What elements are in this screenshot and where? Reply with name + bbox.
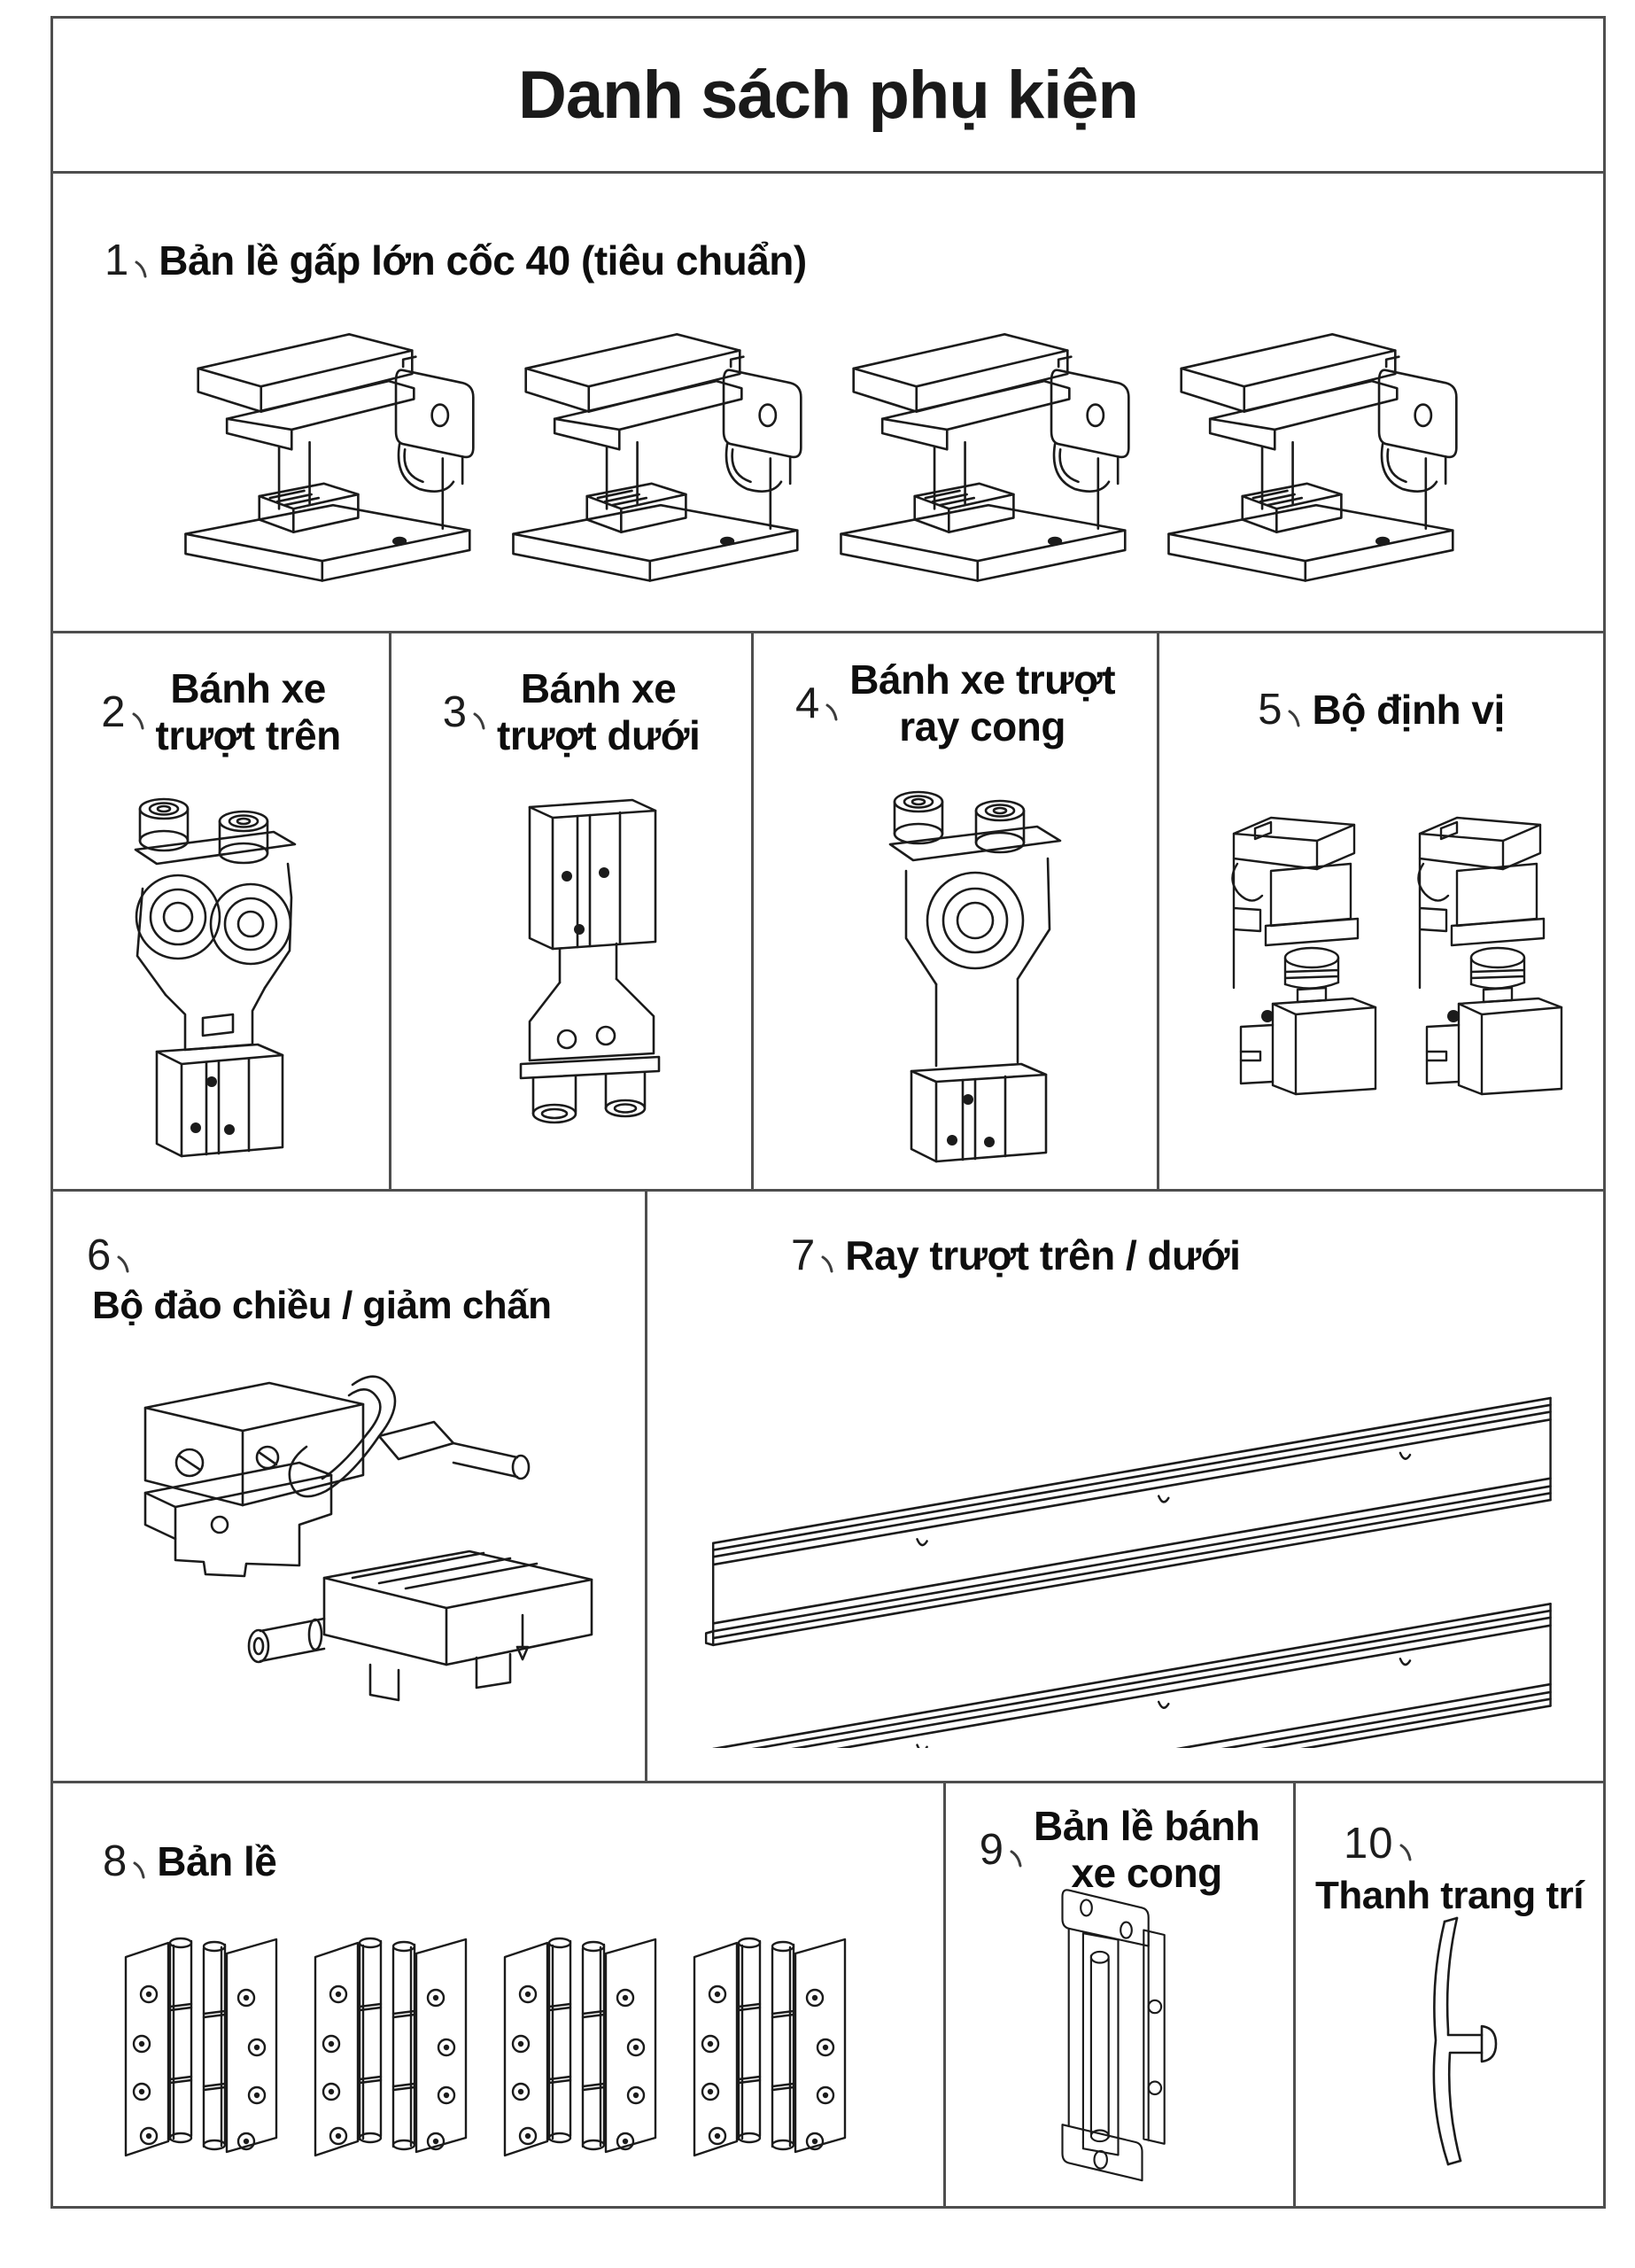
item-number: 5: [1258, 686, 1283, 734]
item-3-number-group: 3: [443, 687, 488, 737]
item-label-line1: Bánh xe: [170, 665, 326, 711]
curved-wheel-hinge-figure: [1022, 1879, 1230, 2198]
folding-hinge-figure: [149, 315, 521, 611]
item-label: Thanh trang trí: [1315, 1874, 1584, 1917]
item-5-number-group: 5: [1258, 685, 1303, 734]
item-label-line1: Bánh xe: [520, 665, 677, 711]
item-number: 7: [791, 1231, 817, 1279]
item-8-label-row: 8 Bản lề: [103, 1837, 277, 1886]
top-roller-trolley-figure: [100, 782, 348, 1163]
item-7-label-row: 7 Ray trượt trên / dưới: [791, 1231, 1241, 1280]
item-8-number-group: 8: [103, 1837, 148, 1886]
folding-hinge-figure: [804, 315, 1176, 611]
item-label-line2: trượt dưới: [497, 712, 701, 759]
item-number: 9: [979, 1826, 1005, 1875]
item-number: 4: [794, 680, 821, 728]
leaf-hinge-figure: [112, 1918, 306, 2184]
item-number: 2: [101, 688, 127, 737]
item-5-label-row: 5 Bộ định vị: [1159, 685, 1603, 734]
section-trim-strip: 10 Thanh trang trí: [1293, 1781, 1606, 2209]
item-10-number-group: 10: [1344, 1819, 1414, 1868]
item-6-number-row: 6: [87, 1231, 132, 1280]
item-label: Bản lề: [157, 1838, 277, 1884]
section-folding-hinge: 1 Bản lề gấp lớn cốc 40 (tiêu chuẩn): [50, 171, 1606, 633]
section-positioner: 5 Bộ định vị: [1157, 631, 1606, 1192]
enumeration-comma-icon: [1009, 1849, 1025, 1873]
item-label-line2: ray cong: [899, 703, 1065, 750]
leaf-hinge-figure: [301, 1918, 496, 2184]
item-number: 6: [87, 1231, 112, 1279]
enumeration-comma-icon: [132, 1860, 148, 1884]
sliding-rails-figure: [694, 1287, 1588, 1748]
item-label-line1: Bánh xe trượt: [849, 656, 1116, 703]
enumeration-comma-icon: [131, 711, 147, 735]
enumeration-comma-icon: [472, 711, 488, 735]
item-10-label-row: Thanh trang trí: [1296, 1874, 1603, 1918]
enumeration-comma-icon: [825, 703, 841, 726]
item-9-number-group: 9: [980, 1825, 1025, 1875]
positioner-block-figure: [1220, 802, 1397, 1103]
item-number: 1: [105, 237, 130, 284]
bottom-roller-trolley-figure: [471, 789, 719, 1170]
trim-strip-profile-figure: [1399, 1909, 1505, 2175]
enumeration-comma-icon: [820, 1254, 836, 1278]
item-label: Ray trượt trên / dưới: [845, 1232, 1241, 1278]
item-label: Bộ định vị: [1312, 687, 1505, 733]
item-label-line2: trượt trên: [155, 712, 342, 759]
item-6-label-row: Bộ đảo chiều / giảm chấn: [92, 1284, 552, 1328]
curved-rail-trolley-figure: [844, 773, 1110, 1163]
section-hinges: 8 Bản lề: [50, 1781, 946, 2209]
folding-hinge-figure: [477, 315, 848, 611]
item-1-label-row: 1 Bản lề gấp lớn cốc 40 (tiêu chuẩn): [105, 236, 807, 285]
item-number: 8: [103, 1837, 128, 1885]
item-4-number-group: 4: [795, 679, 841, 728]
item-label-line1: Bản lề bánh: [1034, 1803, 1260, 1849]
enumeration-comma-icon: [134, 260, 150, 284]
title-box: Danh sách phụ kiện: [50, 16, 1606, 174]
item-1-number-group: 1: [105, 236, 150, 285]
item-label: Bộ đảo chiều / giảm chấn: [92, 1284, 552, 1327]
positioner-block-figure: [1406, 802, 1583, 1103]
page-title: Danh sách phụ kiện: [518, 57, 1139, 133]
item-number: 3: [442, 688, 469, 737]
item-label: Bản lề gấp lớn cốc 40 (tiêu chuẩn): [159, 237, 807, 284]
enumeration-comma-icon: [116, 1254, 132, 1278]
leaf-hinge-figure: [491, 1918, 686, 2184]
item-6-number-group: 6: [87, 1231, 132, 1280]
enumeration-comma-icon: [1399, 1843, 1414, 1867]
item-7-number-group: 7: [791, 1231, 836, 1280]
item-10-number-row: 10: [1344, 1819, 1414, 1868]
section-reverser-damper: 6 Bộ đảo chiều / giảm chấn: [50, 1189, 647, 1783]
folding-hinge-figure: [1132, 315, 1504, 611]
item-number: 10: [1344, 1820, 1394, 1868]
enumeration-comma-icon: [1287, 709, 1303, 733]
reverser-and-damper-figure: [87, 1349, 636, 1775]
item-label-line2: xe cong: [1071, 1850, 1222, 1897]
section-rails: 7 Ray trượt trên / dưới: [645, 1189, 1606, 1783]
item-2-number-group: 2: [101, 687, 146, 737]
leaf-hinge-figure: [680, 1918, 875, 2184]
